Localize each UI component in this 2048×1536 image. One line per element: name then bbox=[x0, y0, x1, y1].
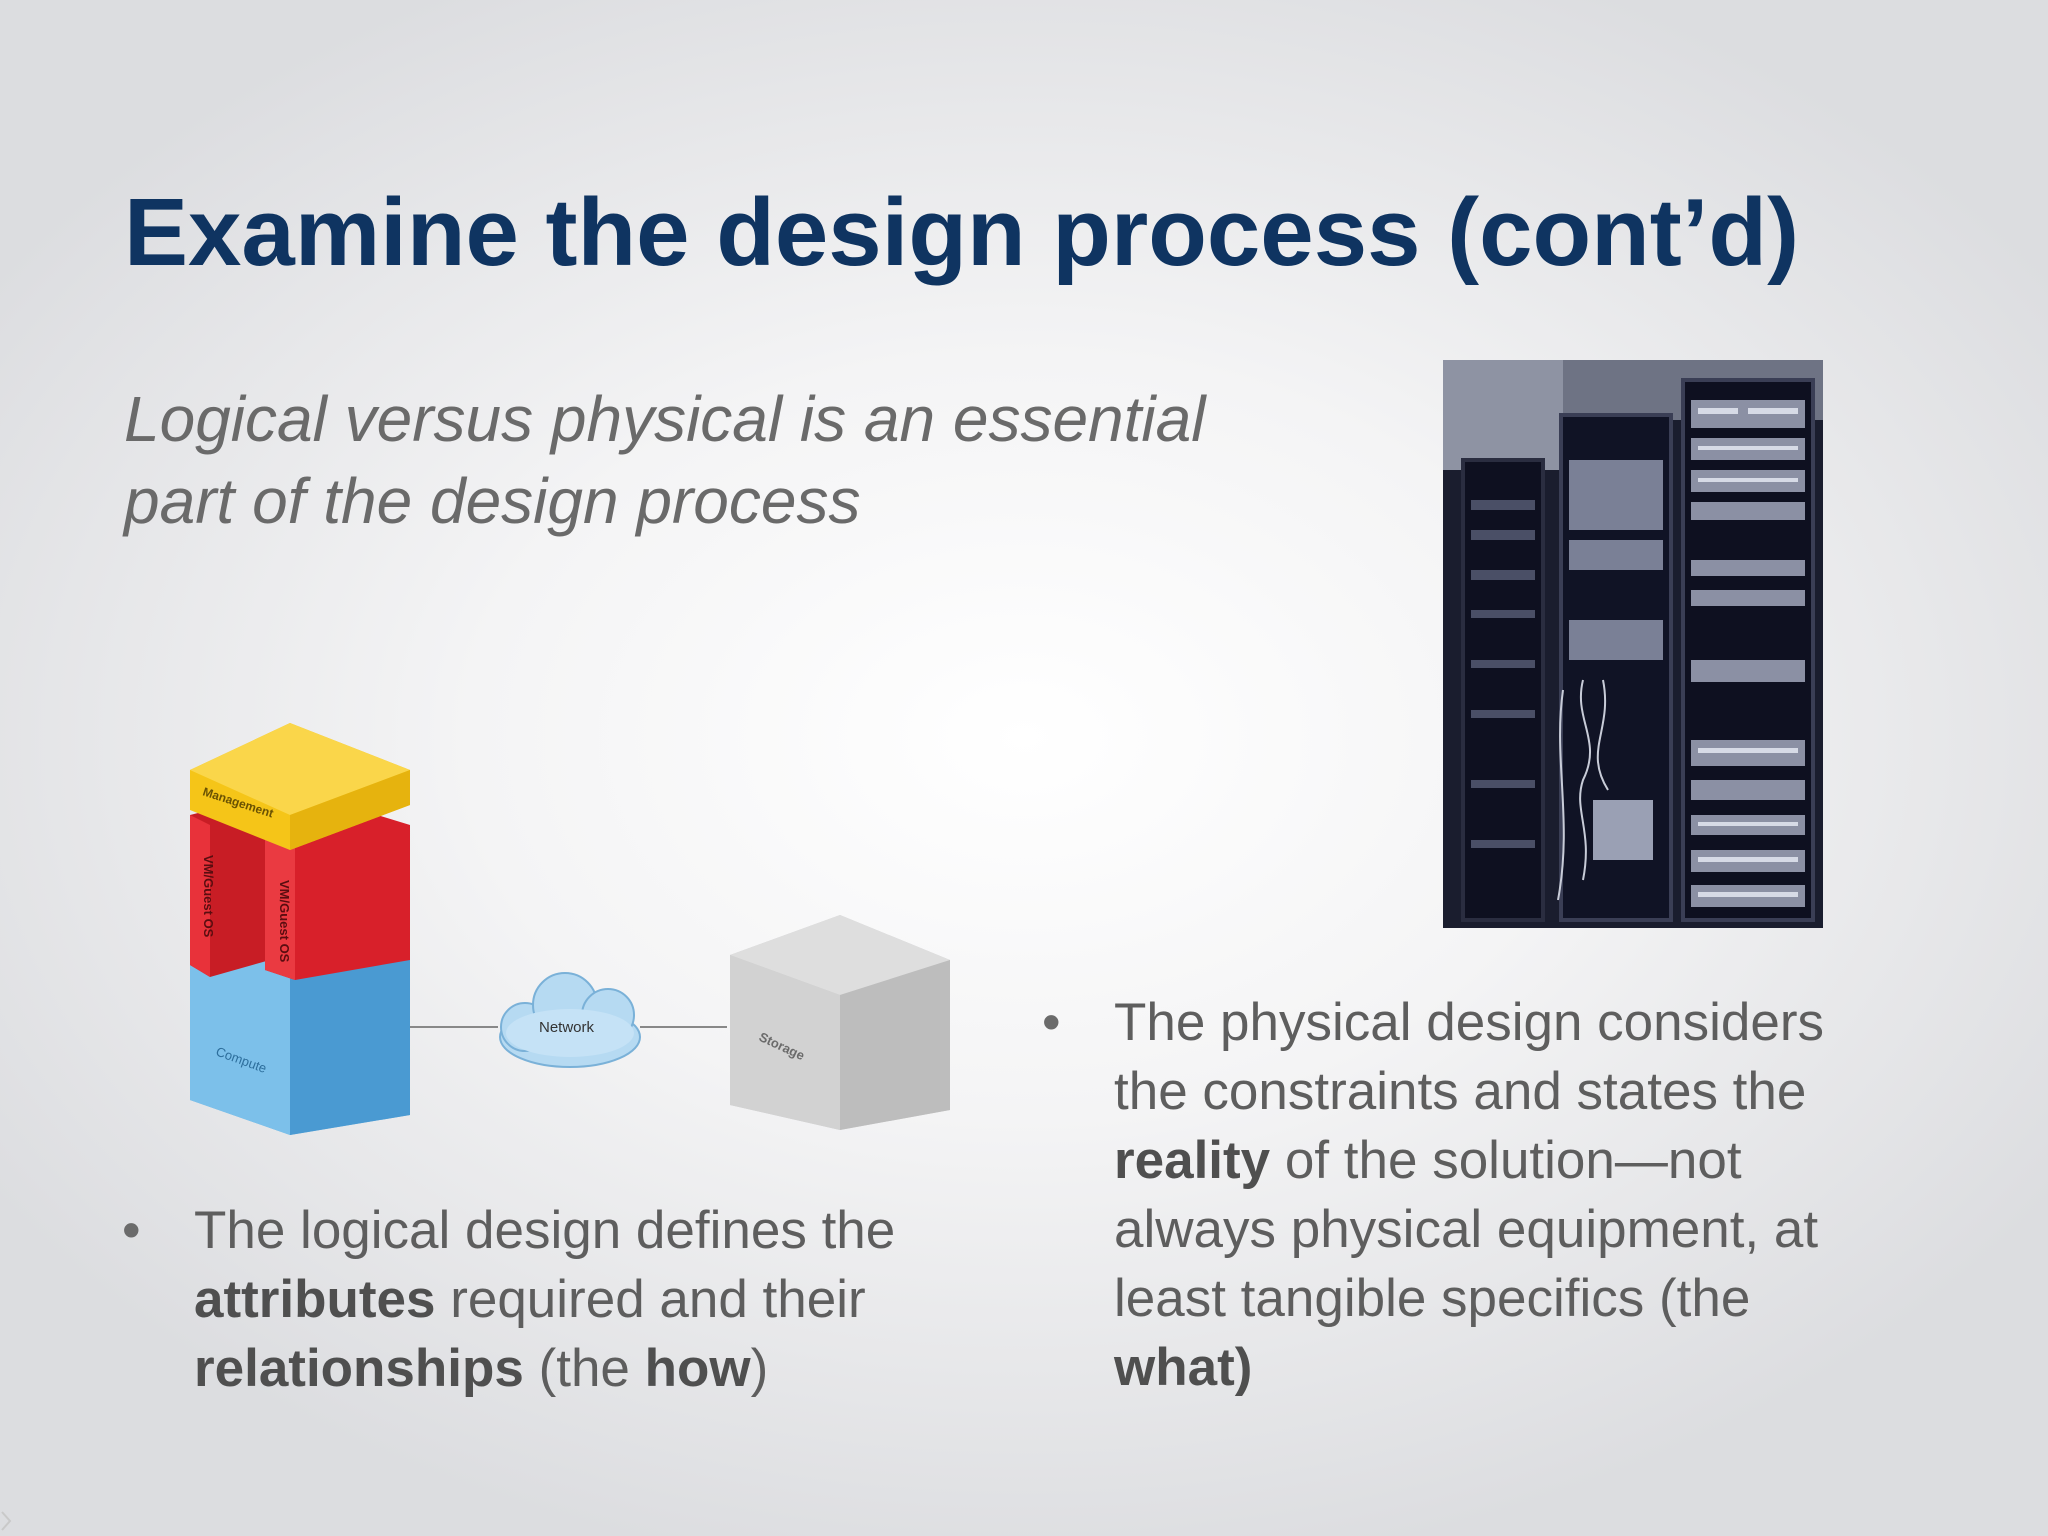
bullet-bold-text: relationships bbox=[194, 1339, 524, 1398]
corner-arrow-icon bbox=[1, 1511, 12, 1531]
bullet-bold-text: what) bbox=[1114, 1338, 1253, 1397]
bullet-text: ) bbox=[750, 1339, 769, 1398]
vm-block-right: VM/Guest OS bbox=[265, 805, 410, 980]
physical-design-bullets: • The physical design considers the cons… bbox=[1042, 988, 1902, 1402]
bullet-bold-text: attributes bbox=[194, 1270, 436, 1329]
vm-block-left: VM/Guest OS bbox=[190, 800, 270, 977]
storage-block: Storage bbox=[730, 915, 950, 1130]
logical-design-bullets: • The logical design defines the attribu… bbox=[122, 1196, 982, 1403]
vm-label-right: VM/Guest OS bbox=[277, 880, 292, 963]
network-cloud: Network bbox=[499, 972, 641, 1068]
logical-design-bullet: • The logical design defines the attribu… bbox=[122, 1196, 982, 1403]
network-label: Network bbox=[539, 1019, 595, 1036]
bullet-marker: • bbox=[1042, 993, 1061, 1052]
compute-block: Compute bbox=[190, 925, 410, 1135]
bullet-marker: • bbox=[122, 1201, 141, 1260]
bullet-text: The physical design considers the constr… bbox=[1114, 993, 1824, 1121]
slide-subtitle: Logical versus physical is an essential … bbox=[124, 378, 1205, 542]
server-rack-image bbox=[1443, 360, 1823, 928]
bullet-text: (the bbox=[523, 1339, 645, 1398]
bullet-bold-text: reality bbox=[1114, 1131, 1271, 1190]
slide-title: Examine the design process (cont’d) bbox=[124, 179, 1800, 286]
bullet-text: of the solution—not always physical equi… bbox=[1114, 1131, 1819, 1328]
bullet-text: required and their bbox=[435, 1270, 866, 1329]
bullet-text: The logical design defines the bbox=[194, 1201, 896, 1260]
physical-design-bullet: • The physical design considers the cons… bbox=[1042, 988, 1902, 1402]
management-block: Management bbox=[190, 723, 410, 850]
bullet-bold-text: how bbox=[644, 1339, 751, 1398]
logical-design-diagram: Compute VM/Guest OS VM/Guest OS Manageme… bbox=[190, 723, 950, 1135]
vm-label-left: VM/Guest OS bbox=[201, 855, 216, 938]
subtitle-line: part of the design process bbox=[124, 465, 861, 537]
subtitle-line: Logical versus physical is an essential bbox=[124, 383, 1206, 455]
